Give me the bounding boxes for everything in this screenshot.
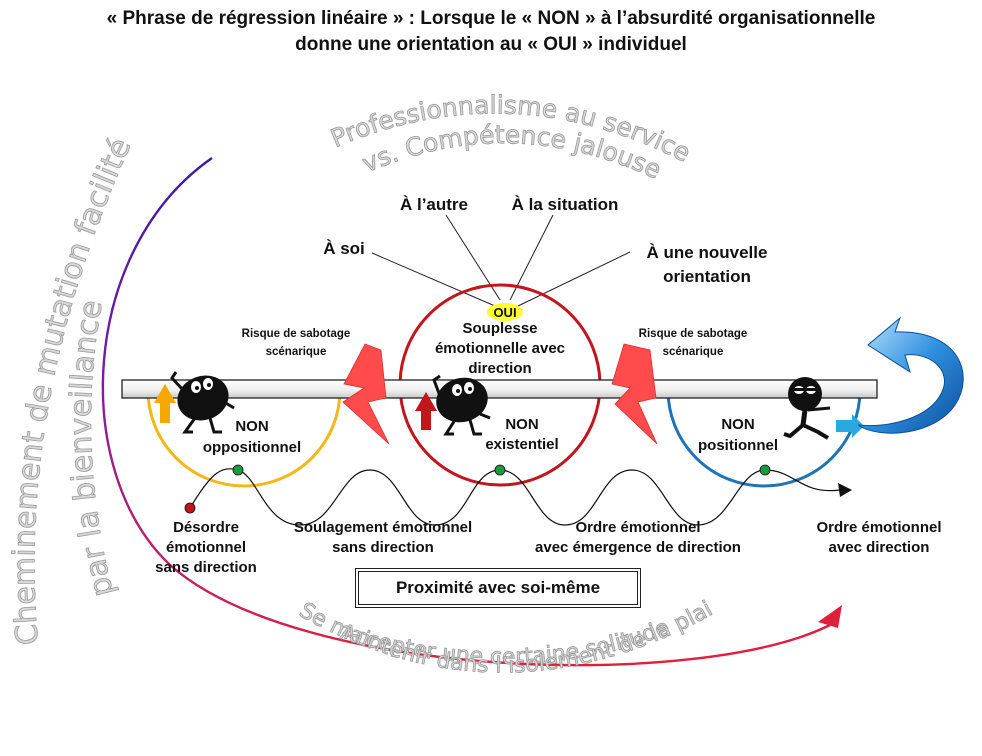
character-existentiel-icon (432, 374, 491, 436)
non-existentiel-line-2: existentiel (485, 436, 558, 453)
title-line-2: donne une orientation au « OUI » individ… (295, 34, 687, 55)
wave-dot-green-1 (232, 464, 244, 476)
stage-desordre-2: émotionnel (166, 539, 246, 556)
risk-right-line-1: Risque de sabotage (639, 328, 748, 340)
risk-left-line-2: scénarique (266, 346, 327, 358)
yellow-up-arrow-icon (154, 384, 176, 423)
stage-ordre-emergence-1: Ordre émotionnel (575, 519, 700, 536)
title-line-1: « Phrase de régression linéaire » : Lors… (107, 8, 876, 29)
yellow-circle-oppositionnel (146, 389, 342, 488)
character-positionnel-icon (783, 377, 831, 440)
target-orientation-1: À une nouvelle (647, 243, 768, 262)
target-other: À l’autre (400, 195, 468, 214)
stage-desordre-1: Désordre (173, 519, 239, 536)
stage-ordre-direction-2: avec direction (829, 539, 930, 556)
souplesse-line-3: direction (468, 360, 531, 377)
linear-regression-bar (121, 379, 878, 399)
wave-dot-green-3 (759, 464, 771, 476)
non-existentiel-line-1: NON (505, 416, 538, 433)
non-oppositionnel-line-2: oppositionnel (203, 439, 301, 456)
stage-ordre-direction-1: Ordre émotionnel (816, 519, 941, 536)
lightning-left-bolt (342, 343, 390, 445)
target-orientation-2: orientation (663, 267, 751, 286)
big-blue-curved-arrow-icon (857, 316, 964, 434)
wave-dot-green-2 (494, 464, 506, 476)
arc-text-left-2: par la bienveillance (64, 298, 121, 601)
character-oppositionnel-icon (170, 371, 235, 434)
stage-soulagement-2: sans direction (332, 539, 434, 556)
progression-arc-arrowhead (818, 605, 842, 628)
stage-soulagement-1: Soulagement émotionnel (294, 519, 472, 536)
non-positionnel-line-2: positionnel (698, 437, 778, 454)
stage-desordre-3: sans direction (155, 559, 257, 576)
wave-dot-red (184, 502, 196, 514)
blue-circle-positionnel (666, 389, 862, 488)
oui-label: OUI (493, 305, 516, 320)
oui-connector-lines (371, 214, 631, 307)
target-situation: À la situation (512, 195, 619, 214)
souplesse-line-1: Souplesse (462, 320, 537, 337)
souplesse-line-2: émotionnelle avec (435, 340, 565, 357)
lightning-right-bolt (611, 343, 658, 445)
progression-arc (101, 157, 831, 667)
wave-arrowhead (838, 483, 852, 497)
red-up-arrow-icon (415, 392, 437, 430)
risk-right-line-2: scénarique (663, 346, 724, 358)
non-oppositionnel-line-1: NON (235, 418, 268, 435)
oui-highlight (487, 303, 523, 321)
blue-right-arrow-icon (836, 414, 864, 438)
proximity-box: Proximité avec soi-même (355, 568, 641, 608)
target-self: À soi (323, 239, 365, 258)
stage-ordre-emergence-2: avec émergence de direction (535, 539, 741, 556)
arc-text-left-1: Cheminement de mutation facilité (7, 133, 138, 646)
non-positionnel-line-1: NON (721, 416, 754, 433)
risk-left-line-1: Risque de sabotage (242, 328, 351, 340)
